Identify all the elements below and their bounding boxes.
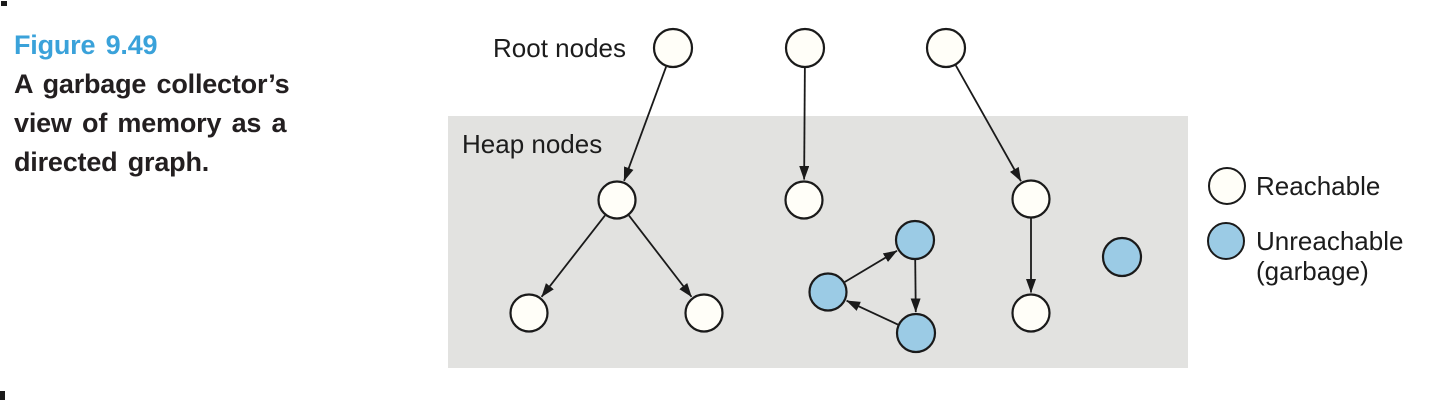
edge-root-1-to-heap-a [623,66,667,182]
node-heap-c-reachable [684,293,724,333]
root-nodes-label: Root nodes [493,33,626,63]
crop-artifact-bottom-left [0,391,5,400]
node-heap-d-reachable [784,180,824,220]
legend-unreachable-sublabel: (garbage) [1256,256,1369,286]
crop-artifact-top-left [1,1,7,6]
legend-unreachable-swatch [1207,222,1245,260]
node-root-2-reachable [784,27,826,69]
node-heap-a-reachable [597,180,637,220]
edge-cycle-bottom-to-cycle-left [846,299,899,326]
heap-region [448,116,1188,368]
node-cycle-top-unreachable [894,219,936,261]
node-isolated-unreachable [1101,236,1143,278]
node-heap-e-reachable [1011,179,1051,219]
edge-cycle-left-to-cycle-top [844,250,898,283]
heap-nodes-label: Heap nodes [462,129,602,159]
figure-number: Figure 9.49 [14,30,158,60]
edge-heap-a-to-heap-b [540,214,606,298]
node-root-1-reachable [652,27,694,69]
node-heap-f-reachable [1011,293,1051,333]
legend-unreachable-label: Unreachable [1256,226,1403,256]
figure-caption: Figure 9.49 A garbage collector’s view o… [14,26,344,182]
edge-cycle-top-to-cycle-bottom [910,259,921,313]
caption-line-3: directed graph. [14,147,210,177]
node-cycle-left-unreachable [808,272,848,312]
node-heap-b-reachable [509,293,549,333]
edge-heap-a-to-heap-c [628,214,693,298]
caption-line-1: A garbage collector’s [14,69,290,99]
legend-reachable-label: Reachable [1256,171,1380,201]
node-cycle-bottom-unreachable [895,312,937,354]
edge-root-3-to-heap-e [955,64,1022,182]
node-root-3-reachable [925,27,967,69]
edge-root-2-to-heap-d [799,67,810,181]
legend-reachable-swatch [1208,167,1246,205]
caption-line-2: view of memory as a [14,108,287,138]
